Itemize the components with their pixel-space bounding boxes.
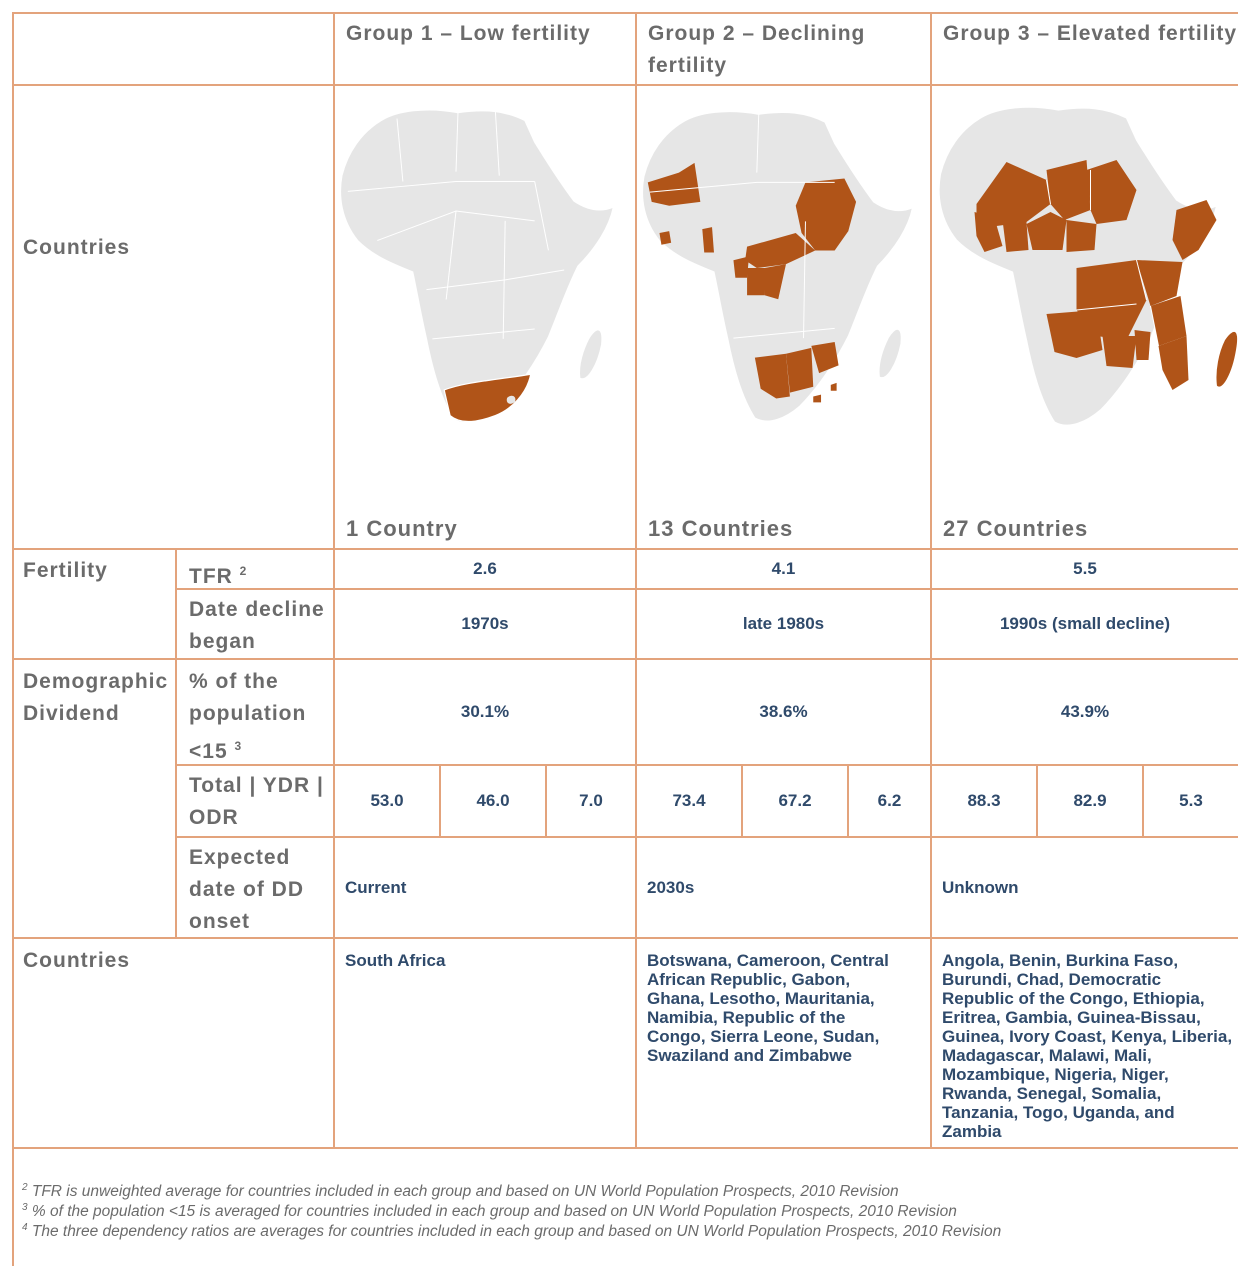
- demographic-line1: Demographic: [23, 670, 169, 693]
- pct-line2: population: [189, 702, 307, 725]
- group-2-pct-under-15: 38.6%: [759, 702, 808, 721]
- row-label-date-decline: Date decline began: [189, 594, 325, 658]
- group-1-tfr: 2.6: [473, 559, 497, 578]
- group-2-tfr: 4.1: [771, 559, 796, 578]
- row-label-countries-list: Countries: [23, 949, 131, 972]
- africa-map-group1: [338, 100, 633, 440]
- africa-map-group3: [935, 100, 1238, 440]
- footnote-4-text: The three dependency ratios are averages…: [27, 1223, 1002, 1241]
- dd-onset-line1: Expected: [189, 846, 291, 869]
- group-1-country-list: South Africa: [345, 951, 446, 970]
- header-group-2: Group 2 – Declining fertility: [648, 18, 928, 82]
- demographic-line2: Dividend: [23, 702, 120, 725]
- pct-line3: <15: [189, 740, 228, 763]
- pct-line1: % of the: [189, 670, 279, 693]
- date-decline-line1: Date decline: [189, 598, 325, 621]
- dd-onset-line3: onset: [189, 910, 251, 933]
- group-3-tfr: 5.5: [1073, 559, 1097, 578]
- row-label-dd-onset: Expected date of DD onset: [189, 842, 304, 938]
- group-3-total-ratio: 88.3: [967, 791, 1001, 810]
- group-2-count: 13 Countries: [648, 516, 794, 541]
- group-2-dd-onset: 2030s: [647, 878, 695, 897]
- group-1-dd-onset: Current: [345, 878, 407, 897]
- row-label-demographic-dividend: Demographic Dividend: [23, 666, 168, 730]
- row-label-pct-under-15: % of the population <15 3: [189, 666, 306, 768]
- row-label-fertility: Fertility: [23, 559, 108, 582]
- pct-footnote-ref: 3: [234, 739, 243, 753]
- row-label-tfr: TFR 2: [189, 555, 247, 593]
- group-3-odr: 5.3: [1179, 791, 1203, 810]
- group-3-dd-onset: Unknown: [942, 878, 1019, 897]
- footnote-2: 2 TFR is unweighted average for countrie…: [22, 1182, 899, 1201]
- date-decline-line2: began: [189, 630, 256, 653]
- group-2-odr: 6.2: [877, 791, 902, 810]
- group-2-decline-began: late 1980s: [742, 614, 825, 633]
- footnote-3: 3 % of the population <15 is averaged fo…: [22, 1202, 957, 1221]
- header-group-1: Group 1 – Low fertility: [346, 22, 591, 45]
- footnote-2-number: 2: [22, 1182, 28, 1193]
- footnote-3-text: % of the population <15 is averaged for …: [27, 1203, 957, 1221]
- ratios-line2: ODR: [189, 806, 239, 829]
- header-group-3: Group 3 – Elevated fertility: [943, 22, 1238, 45]
- footnote-2-text: TFR is unweighted average for countries …: [27, 1183, 899, 1201]
- group-3-count: 27 Countries: [943, 516, 1089, 541]
- group-1-count: 1 Country: [346, 516, 458, 541]
- footnote-4: 4 The three dependency ratios are averag…: [22, 1222, 1001, 1241]
- group-3-decline-began: 1990s (small decline): [999, 614, 1171, 633]
- group-2-total-ratio: 73.4: [672, 791, 706, 810]
- footnote-3-number: 3: [22, 1202, 28, 1213]
- row-label-dependency-ratios: Total | YDR | ODR: [189, 770, 324, 834]
- tfr-footnote-ref: 2: [239, 564, 248, 578]
- ratios-line1: Total | YDR |: [189, 774, 324, 797]
- group-3-pct-under-15: 43.9%: [1060, 702, 1110, 721]
- group-3-ydr: 82.9: [1073, 791, 1107, 810]
- footnote-4-number: 4: [22, 1222, 28, 1233]
- group-2-ydr: 67.2: [778, 791, 812, 810]
- group-1-odr: 7.0: [579, 791, 603, 810]
- group-1-total-ratio: 53.0: [370, 791, 404, 810]
- header-group-2-line2: fertility: [648, 54, 728, 77]
- africa-map-group2: [640, 100, 932, 440]
- header-group-2-line1: Group 2 – Declining: [648, 22, 866, 45]
- dd-onset-line2: date of DD: [189, 878, 304, 901]
- group-2-country-list: Botswana, Cameroon, Central African Repu…: [647, 951, 889, 1065]
- group-1-ydr: 46.0: [476, 791, 510, 810]
- group-1-pct-under-15: 30.1%: [460, 702, 510, 721]
- row-label-countries-map: Countries: [23, 236, 131, 259]
- group-1-decline-began: 1970s: [461, 614, 509, 633]
- tfr-label: TFR: [189, 565, 233, 588]
- group-3-country-list: Angola, Benin, Burkina Faso, Burundi, Ch…: [942, 951, 1233, 1141]
